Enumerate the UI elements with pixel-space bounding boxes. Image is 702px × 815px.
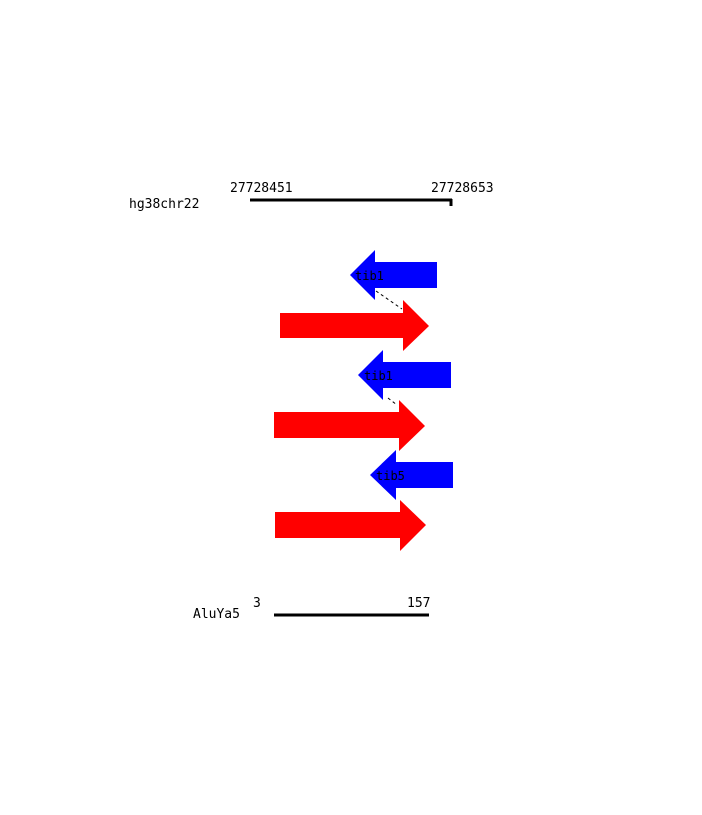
tsd-label: tib1 bbox=[364, 369, 393, 383]
consensus-label: AluYa5 bbox=[193, 607, 240, 622]
alignment-track-3: tib5 bbox=[275, 450, 453, 551]
forward-segment-arrow bbox=[275, 500, 426, 551]
genome-end-coordinate: 27728653 bbox=[431, 181, 494, 196]
forward-segment-arrow bbox=[280, 300, 429, 351]
tsd-label: tib1 bbox=[355, 269, 384, 283]
genome-ruler: hg38chr22 27728451 27728653 bbox=[129, 181, 494, 212]
consensus-start-position: 3 bbox=[253, 596, 261, 611]
reverse-segment-arrow bbox=[358, 350, 451, 400]
genome-start-coordinate: 27728451 bbox=[230, 181, 293, 196]
reverse-segment-arrow bbox=[370, 450, 453, 500]
tsd-label: tib5 bbox=[376, 469, 405, 483]
alignment-track-2: tib1 bbox=[274, 350, 451, 451]
connector-line bbox=[387, 397, 398, 406]
genome-label: hg38chr22 bbox=[129, 197, 199, 212]
consensus-ruler: AluYa5 3 157 bbox=[193, 596, 430, 622]
consensus-end-position: 157 bbox=[407, 596, 430, 611]
forward-segment-arrow bbox=[274, 400, 425, 451]
alignment-track-1: tib1 bbox=[280, 250, 437, 351]
reverse-segment-arrow bbox=[350, 250, 437, 300]
connector-line bbox=[375, 290, 403, 310]
